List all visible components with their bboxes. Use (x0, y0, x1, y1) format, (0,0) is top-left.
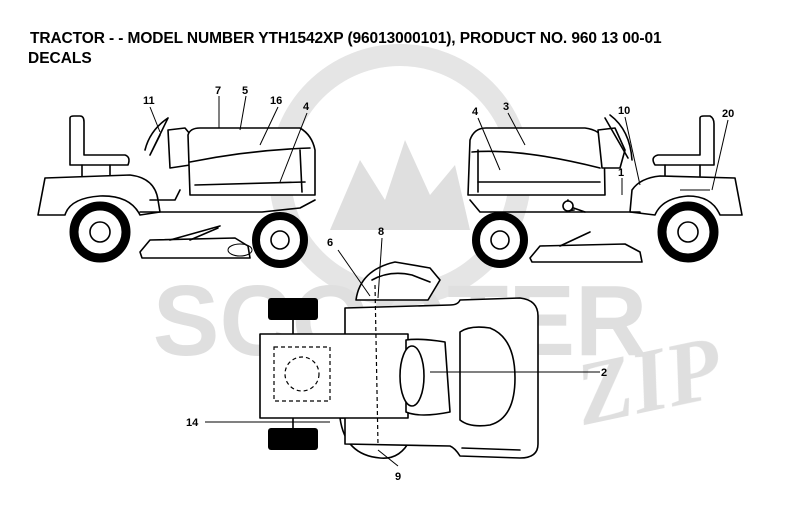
watermark-mountain-icon (330, 140, 470, 230)
callout-7: 7 (215, 85, 221, 97)
callout-20: 20 (722, 108, 734, 120)
page-title: TRACTOR - - MODEL NUMBER YTH1542XP (9601… (30, 30, 662, 47)
callout-6: 6 (327, 237, 333, 249)
tractor-top-view-icon (259, 261, 539, 459)
callout-10: 10 (618, 105, 630, 117)
callout-4-right: 4 (472, 106, 479, 118)
callouts-right: 4 3 10 20 1 (472, 101, 734, 179)
callout-9: 9 (395, 471, 401, 483)
callouts-top: 6 8 2 14 9 (186, 226, 607, 483)
page-subtitle: DECALS (28, 50, 92, 67)
callout-11: 11 (143, 95, 155, 107)
callout-4-left: 4 (303, 101, 310, 113)
callout-1: 1 (618, 167, 624, 179)
callout-5: 5 (242, 85, 248, 97)
callout-8: 8 (378, 226, 384, 238)
tractor-side-right-icon (467, 114, 743, 268)
callout-2: 2 (601, 367, 607, 379)
callout-3: 3 (503, 101, 509, 113)
callouts-left: 11 7 5 16 4 (143, 85, 310, 113)
callout-14: 14 (186, 417, 199, 429)
tractor-side-left-icon (37, 115, 316, 268)
callout-16: 16 (270, 95, 282, 107)
